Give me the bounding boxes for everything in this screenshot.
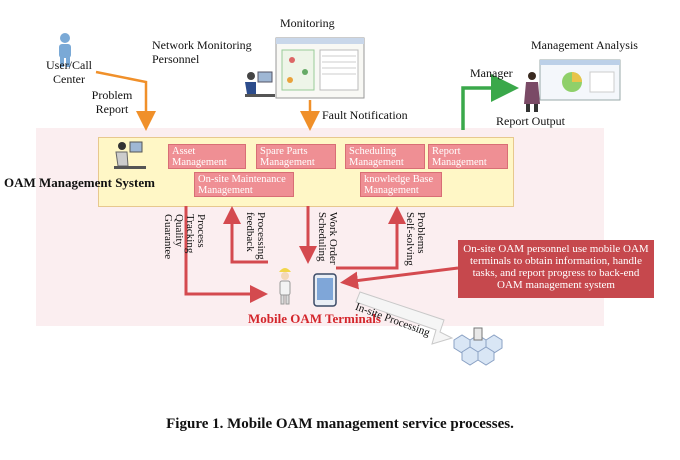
knowledge-base-management-module: knowledge Base Management <box>360 172 442 197</box>
spare-parts-management-module: Spare Parts Management <box>256 144 336 169</box>
fault-notification-label: Fault Notification <box>322 108 408 122</box>
mobile-terminal-icon <box>313 273 337 307</box>
system-operator-icon <box>114 141 146 169</box>
management-analysis-label: Management Analysis <box>531 38 638 52</box>
asset-management-module: Asset Management <box>168 144 246 169</box>
problems-self-solving-label: Problems Self-solving <box>404 212 427 266</box>
user-call-center-label: User/Call Center <box>46 58 92 86</box>
figure-caption: Figure 1. Mobile OAM management service … <box>166 416 514 432</box>
mobile-oam-terminals-label: Mobile OAM Terminals <box>248 311 381 326</box>
oam-system-title: OAM Management System <box>4 175 155 190</box>
report-output-arrow <box>461 74 519 130</box>
monitoring-screen-icon <box>275 37 365 99</box>
note-to-terminal-arrow <box>340 266 459 290</box>
field-worker-icon <box>279 268 291 305</box>
problem-report-label: Problem Report <box>91 88 133 116</box>
onsite-personnel-note: On-site OAM personnel use mobile OAM ter… <box>458 240 654 298</box>
manager-person-icon <box>524 72 540 112</box>
network-monitoring-label: Network Monitoring Personnel <box>152 38 252 66</box>
problem-report-arrow <box>95 70 156 131</box>
process-tracking-label: Process Tracking Quality Guarantee <box>162 214 207 260</box>
problems-self-solving-arrow <box>336 206 406 270</box>
process-tracking-arrow <box>184 206 268 303</box>
user-person-icon <box>59 33 71 67</box>
processing-feedback-arrow <box>223 206 268 264</box>
monitoring-label: Monitoring <box>280 16 335 30</box>
scheduling-management-module: Scheduling Management <box>345 144 425 169</box>
processing-feedback-label: Processing feedback <box>244 212 267 260</box>
management-analysis-screen-icon <box>539 59 621 101</box>
insite-processing-arrow <box>355 291 454 345</box>
manager-label: Manager <box>470 66 513 80</box>
report-output-label: Report Output <box>496 114 565 128</box>
report-management-module: Report Management <box>428 144 508 169</box>
onsite-maintenance-management-module: On-site Maintenance Management <box>194 172 294 197</box>
monitoring-operator-icon <box>245 71 275 97</box>
work-order-scheduling-label: Work Order Scheduling <box>316 212 339 265</box>
network-cluster-icon <box>453 327 503 366</box>
